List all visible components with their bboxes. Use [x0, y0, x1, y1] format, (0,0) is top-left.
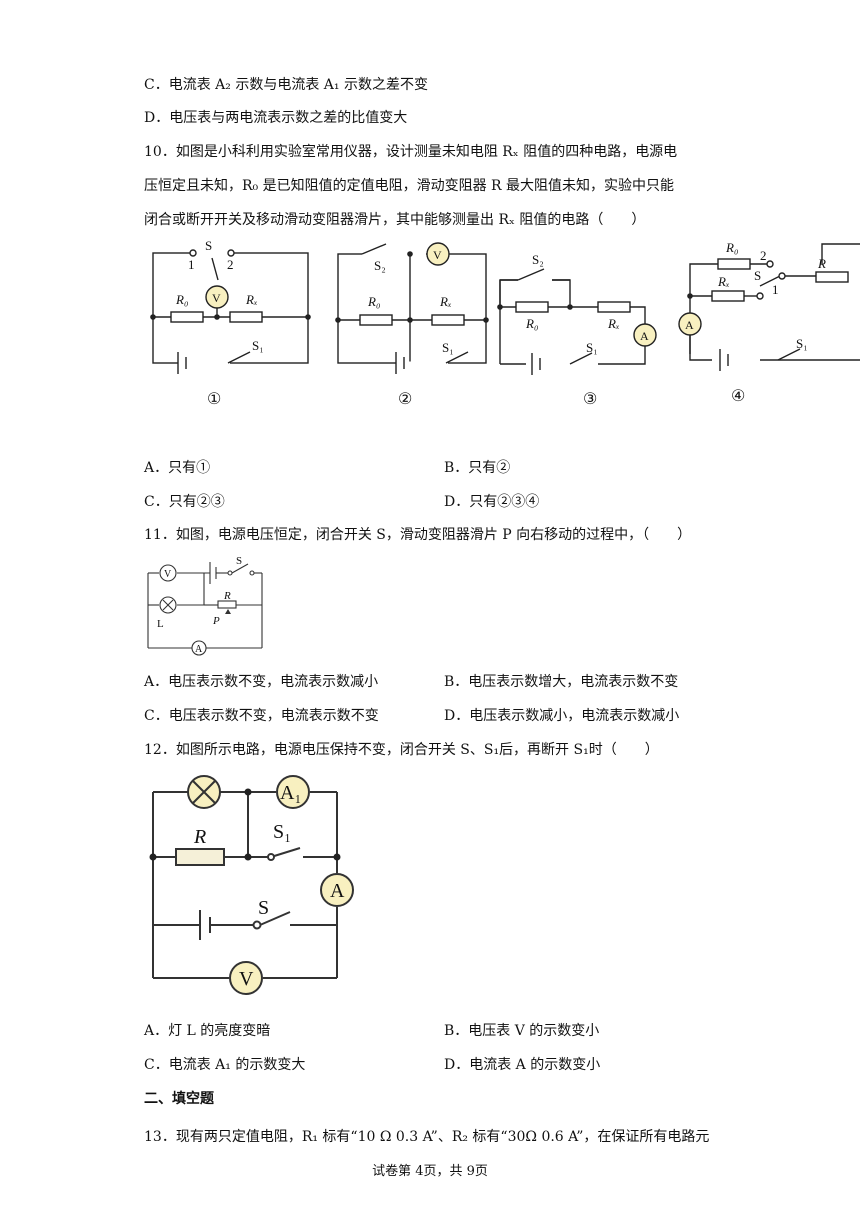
c4-r0-label: R₀	[725, 240, 738, 255]
c3-rx-label: Rₓ	[607, 316, 620, 331]
c1-rx-label: Rₓ	[245, 292, 258, 307]
q11-slider-label: P	[212, 615, 220, 627]
figure-label-1: ①	[207, 391, 221, 408]
c3-s1-label: S₁	[586, 340, 598, 355]
q11-voltmeter-label: V	[164, 569, 172, 580]
q10-option-d: D．只有②③④	[444, 494, 540, 510]
c1-s1-label: S₁	[252, 338, 264, 353]
q11-switch-label: S	[236, 555, 242, 567]
c1-s-label: S	[205, 238, 212, 253]
q10-option-b: B．只有②	[444, 460, 511, 476]
c1-two-label: 2	[227, 257, 234, 272]
c4-two-label: 2	[760, 248, 767, 263]
q12-voltmeter-label: V	[239, 968, 254, 990]
c1-one-label: 1	[188, 257, 195, 272]
c4-one-label: 1	[772, 282, 779, 297]
c3-s2-label: S₂	[532, 252, 544, 267]
c4-s-label: S	[754, 268, 761, 283]
c1-voltmeter-label: V	[212, 291, 221, 305]
q12-option-d: D．电流表 A 的示数变小	[444, 1057, 601, 1073]
q9-option-c: C．电流表 A₂ 示数与电流表 A₁ 示数之差不变	[144, 77, 428, 93]
q11-option-b: B．电压表示数增大，电流表示数不变	[444, 674, 679, 690]
figure-label-3: ③	[583, 391, 597, 408]
q10-option-a: A．只有①	[144, 460, 211, 476]
c2-s2-label: S₂	[374, 258, 386, 273]
q10-circuit-diagrams: S 1 2 V R₀ Rₓ S₁ S₂ V R₀ Rₓ S₁ S₂ R₀ Rₓ …	[150, 238, 860, 408]
c2-rx-label: Rₓ	[439, 294, 452, 309]
c4-rx-label: Rₓ	[717, 274, 730, 289]
q12-ammeter1-label: A₁	[280, 782, 301, 804]
q9-option-d: D．电压表与两电流表示数之差的比值变大	[144, 110, 408, 126]
section-heading-fill-in: 二、填空题	[144, 1091, 214, 1107]
q12-circuit-diagram: A₁ R S₁ A S V	[149, 775, 354, 995]
q12-stem: 12．如图所示电路，电源电压保持不变，闭合开关 S、S₁后，再断开 S₁时（ ）	[144, 742, 659, 758]
q10-stem-line2: 压恒定且未知，R₀ 是已知阻值的定值电阻，滑动变阻器 R 最大阻值未知，实验中只…	[144, 178, 675, 194]
q12-ammeter-label: A	[330, 880, 345, 902]
c2-s1-label: S₁	[442, 340, 454, 355]
c4-ammeter-label: A	[685, 318, 694, 332]
q12-switch1-label: S₁	[273, 821, 291, 843]
c2-voltmeter-label: V	[433, 248, 442, 262]
q11-option-a: A．电压表示数不变，电流表示数减小	[144, 674, 379, 690]
q11-ammeter-label: A	[195, 644, 203, 655]
q11-rheostat-label: R	[223, 590, 231, 602]
figure-label-2: ②	[398, 391, 412, 408]
q12-switch-label: S	[258, 897, 269, 919]
q12-option-a: A．灯 L 的亮度变暗	[144, 1023, 271, 1039]
q13-stem-line1: 13．现有两只定值电阻，R₁ 标有“10 Ω 0.3 A”、R₂ 标有“30Ω …	[144, 1129, 710, 1145]
c4-r-label: R	[817, 256, 826, 271]
c2-r0-label: R₀	[367, 294, 380, 309]
figure-label-4: ④	[731, 388, 745, 405]
q11-option-c: C．电压表示数不变，电流表示数不变	[144, 708, 379, 724]
q11-option-d: D．电压表示数减小，电流表示数减小	[444, 708, 680, 724]
q10-option-c: C．只有②③	[144, 494, 225, 510]
c1-r0-label: R₀	[175, 292, 188, 307]
q12-option-b: B．电压表 V 的示数变小	[444, 1023, 600, 1039]
c3-r0-label: R₀	[525, 316, 538, 331]
q12-resistor-label: R	[193, 826, 206, 848]
q11-stem: 11．如图，电源电压恒定，闭合开关 S，滑动变阻器滑片 P 向右移动的过程中，（…	[144, 527, 692, 543]
q10-stem-line1: 10．如图是小科利用实验室常用仪器，设计测量未知电阻 Rₓ 阻值的四种电路，电源…	[144, 144, 678, 160]
q11-circuit-diagram: V S R L P A	[147, 555, 263, 656]
q10-stem-line3: 闭合或断开开关及移动滑动变阻器滑片，其中能够测量出 Rₓ 阻值的电路（ ）	[144, 212, 646, 228]
c4-s1-label: S₁	[796, 336, 808, 351]
q11-lamp-label: L	[157, 618, 164, 630]
q12-option-c: C．电流表 A₁ 的示数变大	[144, 1057, 306, 1073]
page-footer: 试卷第 4页，共 9页	[372, 1164, 488, 1179]
c3-ammeter-label: A	[640, 329, 649, 343]
